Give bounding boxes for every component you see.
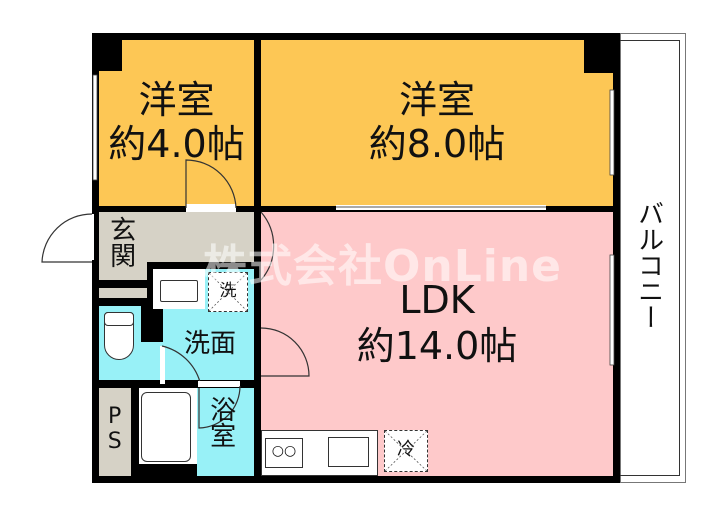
label-ldk-area: 約14.0帖 bbox=[356, 324, 518, 368]
stove bbox=[265, 438, 303, 468]
sink-basin bbox=[160, 280, 198, 302]
room-pipe-space bbox=[99, 388, 131, 476]
pillar bbox=[584, 33, 620, 73]
room-western-8 bbox=[261, 40, 613, 206]
bathtub bbox=[141, 392, 191, 462]
label-washroom: 洗面 bbox=[183, 329, 236, 359]
room-washroom-lower bbox=[141, 342, 171, 380]
room-western-4 bbox=[99, 40, 254, 206]
wall-vertical-center bbox=[254, 33, 261, 483]
balcony bbox=[620, 33, 686, 483]
label-ldk-name: LDK bbox=[399, 278, 475, 322]
toilet-tank bbox=[104, 312, 134, 326]
pillar bbox=[92, 33, 122, 71]
fridge-label: 冷 bbox=[397, 439, 415, 460]
label-western-large-name: 洋室 bbox=[398, 78, 475, 122]
room-entrance bbox=[99, 212, 147, 280]
room-bathroom bbox=[197, 388, 254, 476]
entrance-hall bbox=[147, 212, 254, 262]
label-balcony: バルコニー bbox=[633, 200, 664, 330]
washer-label: 洗 bbox=[219, 281, 237, 301]
label-western-small-name: 洋室 bbox=[138, 78, 215, 122]
watermark: 株式会社OnLine bbox=[203, 241, 563, 292]
label-entrance: 玄関 bbox=[105, 216, 136, 268]
label-western-small-area: 約4.0帖 bbox=[108, 122, 245, 166]
kitchen-sink bbox=[328, 437, 369, 467]
balcony-inner bbox=[620, 40, 680, 476]
label-pipe-space: PS bbox=[102, 404, 128, 454]
label-western-large-area: 約8.0帖 bbox=[368, 122, 506, 166]
stove-burners: ○○ bbox=[271, 443, 297, 459]
label-bathroom: 浴室 bbox=[205, 396, 236, 448]
shoe-box bbox=[99, 288, 147, 298]
